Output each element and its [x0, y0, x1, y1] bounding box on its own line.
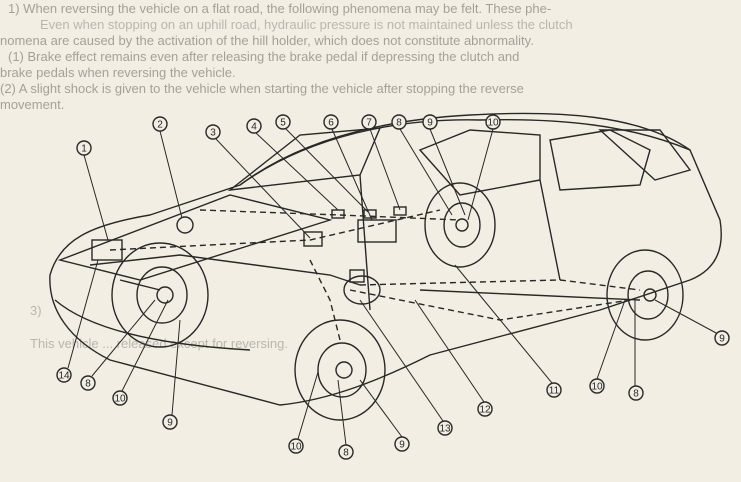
leader-lines [67, 128, 719, 446]
abs-unit [176, 216, 194, 234]
sensor-c [393, 206, 407, 216]
callout-number: 8 [396, 118, 402, 129]
relay-box [303, 231, 323, 247]
callout-circle [205, 124, 221, 140]
sensor-a [331, 209, 345, 219]
callout-number: 2 [157, 120, 163, 131]
callout-circle [361, 114, 377, 130]
callout-number: 9 [719, 334, 725, 345]
callout-number: 9 [399, 440, 405, 451]
callout-circle [422, 114, 438, 130]
mirror-text-line: This vehicle ... released except for rev… [30, 336, 288, 351]
bleed-text-line: (2) A slight shock is given to the vehic… [0, 81, 524, 96]
callout-number: 8 [85, 379, 91, 390]
callout-number: 9 [427, 118, 433, 129]
callout-number: 10 [487, 118, 499, 129]
bleed-text-line: movement. [0, 97, 65, 112]
callout-number: 5 [280, 118, 286, 129]
callout-circle [589, 378, 605, 394]
front-right-wheel [424, 182, 496, 268]
callout-number: 8 [343, 448, 349, 459]
callout-number: 14 [58, 371, 70, 382]
bleed-text-line: 1) When reversing the vehicle on a flat … [8, 1, 552, 16]
bleed-text-line: brake pedals when reversing the vehicle. [0, 65, 236, 80]
callout-number: 10 [591, 382, 603, 393]
callout-number: 4 [251, 122, 257, 133]
brake-pipes [89, 254, 641, 301]
brake-lines [109, 209, 641, 341]
callout-number: 9 [167, 418, 173, 429]
master-cylinder [91, 239, 123, 261]
callout-circle [56, 367, 72, 383]
callout-circle [485, 114, 501, 130]
callout-circle [477, 401, 493, 417]
callout-circle [714, 330, 730, 346]
bleed-text-line: (1) Brake effect remains even after rele… [8, 49, 520, 64]
front-left-wheel [111, 242, 209, 348]
callout-circle [80, 375, 96, 391]
callout-circle [338, 444, 354, 460]
callout-circle [437, 420, 453, 436]
callout-circle [288, 438, 304, 454]
control-unit [357, 219, 397, 243]
callout-circle [394, 436, 410, 452]
callout-number: 7 [366, 118, 372, 129]
rear-left-wheel [294, 319, 386, 421]
callout-number: 8 [633, 389, 639, 400]
callout-circle [246, 118, 262, 134]
mirror-text-line: 3) [30, 303, 42, 318]
bumper [54, 299, 251, 351]
callout-circle [76, 140, 92, 156]
callout-circle [275, 114, 291, 130]
callout-number: 10 [290, 442, 302, 453]
callout-circle [391, 114, 407, 130]
callout-circle [628, 385, 644, 401]
rear-right-wheel [606, 249, 684, 341]
side-windows [418, 129, 692, 196]
callout-circle [323, 114, 339, 130]
callout-circle [112, 390, 128, 406]
callout-number: 3 [210, 128, 216, 139]
sensor-b [363, 209, 377, 219]
callout-circle [546, 382, 562, 398]
hood-line [57, 194, 333, 281]
callout-number: 1 [81, 144, 87, 155]
callout-circle [162, 414, 178, 430]
mirror-text-line: Even when stopping on an uphill road, hy… [40, 17, 573, 32]
callout-circle [152, 116, 168, 132]
callout-number: 6 [328, 118, 334, 129]
callout-number: 12 [479, 405, 491, 416]
windshield [227, 127, 382, 191]
callout-number: 11 [549, 386, 560, 397]
callout-number: 13 [439, 424, 451, 435]
brake-booster [343, 275, 381, 305]
bleed-text-line: nomena are caused by the activation of t… [0, 33, 534, 48]
car-body-outline [49, 112, 722, 406]
hill-holder [349, 269, 365, 283]
callout-number: 10 [114, 394, 126, 405]
